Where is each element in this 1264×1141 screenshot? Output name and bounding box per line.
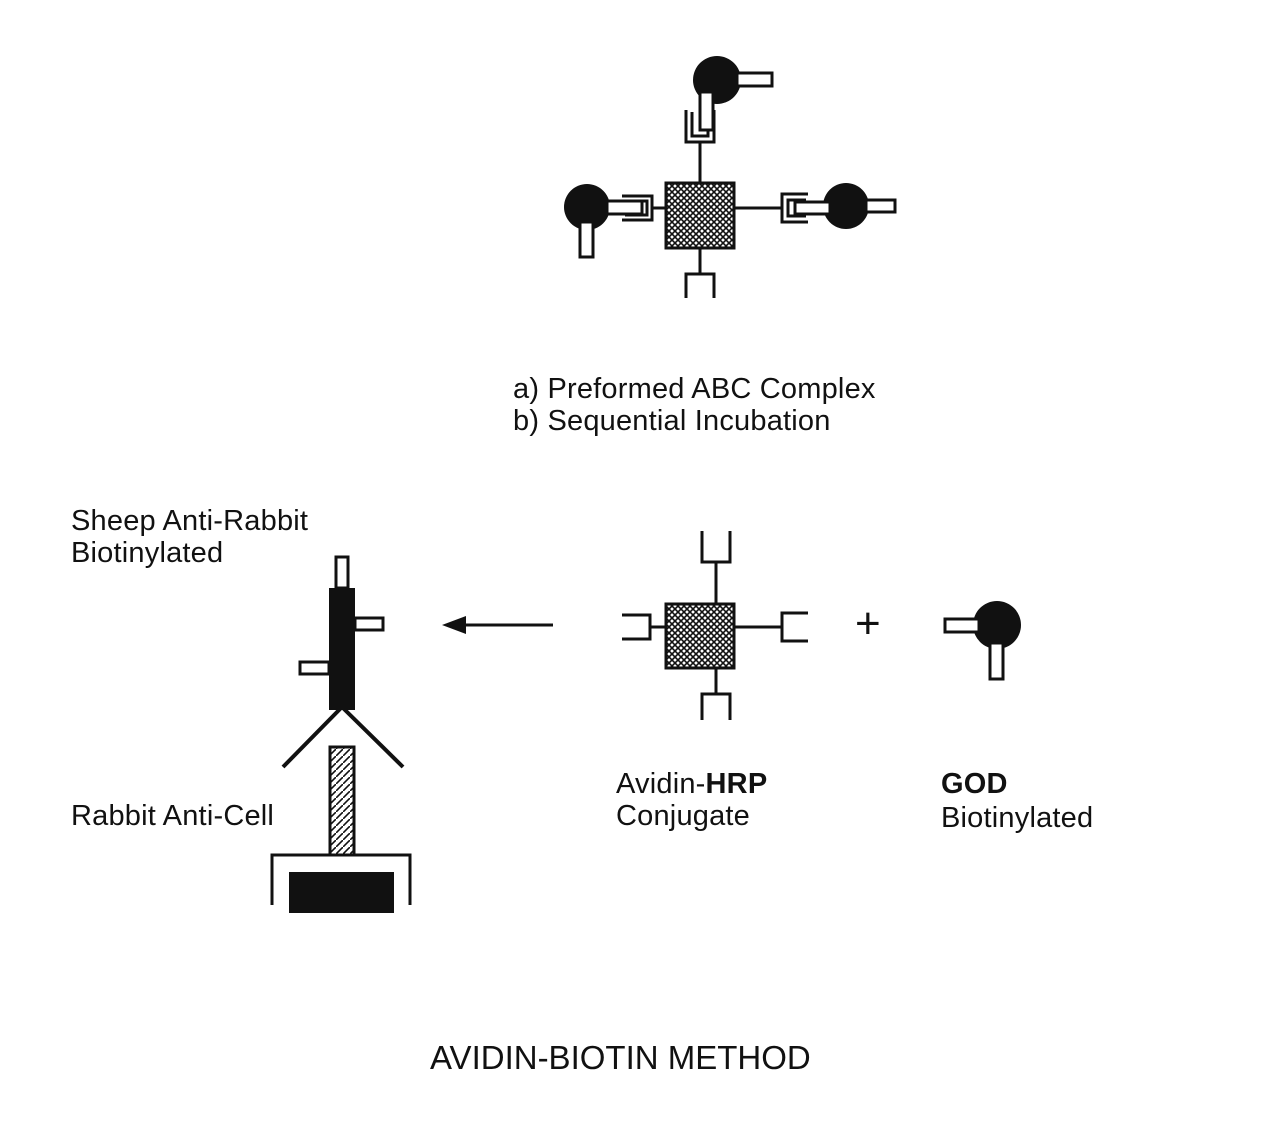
cell-antigen [289, 872, 394, 913]
hrp-text: HRP [705, 768, 768, 800]
sheep-antibody [329, 588, 355, 710]
diagram-title: AVIDIN-BIOTIN METHOD [430, 1039, 811, 1076]
avidin-hrp-conjugate [622, 531, 808, 720]
avidin-core [664, 181, 736, 250]
god-label: GOD [941, 768, 1008, 800]
binding-site-left [622, 194, 654, 222]
antibody-stack [270, 555, 412, 913]
sheep-biotinylated-label: Biotinylated [71, 537, 224, 569]
conjugate-label: Conjugate [616, 800, 751, 832]
option-a-label: a) Preformed ABC Complex [513, 373, 876, 405]
avidin-hrp-label: Avidin-HRP [616, 768, 767, 800]
binding-site-right [780, 192, 808, 224]
rabbit-antibody [328, 745, 356, 857]
abc-complex [622, 110, 808, 298]
arrow-left [442, 616, 553, 634]
plus-sign: + [855, 599, 881, 648]
rabbit-antibody-label: Rabbit Anti-Cell [71, 800, 275, 832]
god-biotinylated-label: Biotinylated [941, 802, 1094, 834]
option-b-label: b) Sequential Incubation [513, 405, 831, 437]
avidin-prefix: Avidin- [616, 768, 706, 800]
binding-site-bottom [684, 272, 716, 298]
sheep-antibody-label: Sheep Anti-Rabbit [71, 505, 309, 537]
god-biotinylated [943, 601, 1021, 681]
biotinylated-enzymes-on-complex [564, 56, 897, 259]
